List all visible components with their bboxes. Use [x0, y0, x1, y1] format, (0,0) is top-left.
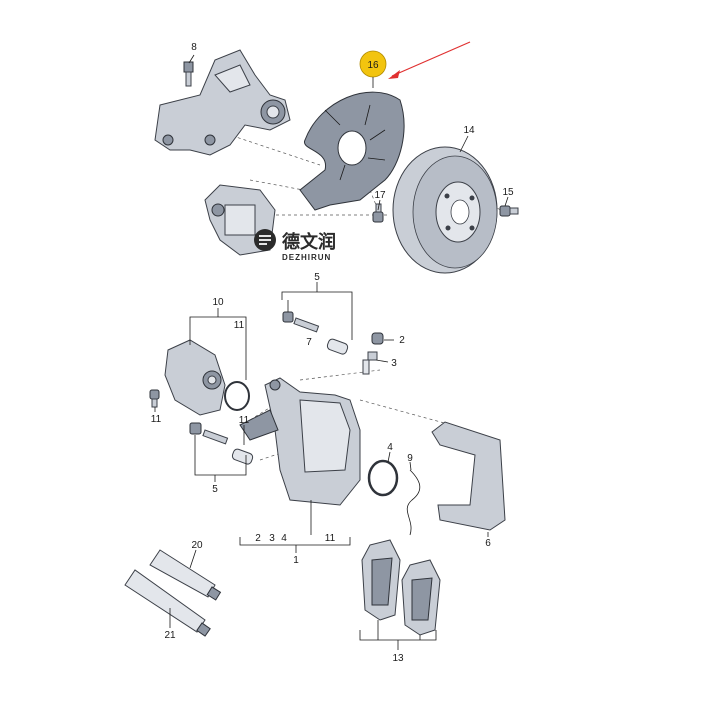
callout-3: 3 — [391, 358, 397, 369]
bleeder-screw-3 — [362, 351, 378, 375]
callout-6: 6 — [485, 538, 491, 549]
callout-4: 4 — [387, 442, 393, 453]
callout-5-bottom: 5 — [212, 484, 218, 495]
guide-pin-upper — [282, 311, 349, 355]
brake-carrier — [431, 421, 506, 531]
callout-11-bottom: 11 — [239, 415, 250, 426]
parking-brake-motor — [164, 339, 226, 416]
callout-21: 21 — [164, 630, 176, 641]
bolt-8 — [183, 61, 194, 87]
guide-pin-lower — [189, 422, 254, 465]
splash-shield — [299, 91, 405, 211]
callout-10: 10 — [212, 297, 224, 308]
brake-disc — [392, 146, 498, 274]
callout-17: 17 — [374, 190, 386, 201]
watermark-en: DEZHIRUN — [282, 253, 331, 262]
callout-row-4: 4 — [281, 533, 287, 544]
bolt-17 — [372, 203, 384, 223]
watermark-logo: 德文润 DEZHIRUN — [254, 229, 336, 262]
callout-9: 9 — [407, 453, 413, 464]
brake-pad-inner — [361, 539, 401, 621]
callout-16: 16 — [367, 60, 379, 71]
callout-row-2: 2 — [255, 533, 261, 544]
o-ring-11 — [224, 381, 250, 411]
grease-tube-20 — [149, 549, 222, 601]
callout-2: 2 — [399, 335, 405, 346]
callout-11-top: 11 — [234, 320, 245, 331]
wheel-bearing-housing — [154, 49, 291, 156]
callout-15: 15 — [502, 187, 514, 198]
callout-20: 20 — [191, 540, 203, 551]
screw-15 — [499, 205, 519, 217]
grease-tube-21 — [124, 569, 211, 637]
bleeder-cap-2 — [371, 332, 384, 345]
brake-caliper — [239, 377, 361, 506]
spring-clip-9 — [406, 469, 421, 536]
callout-row-3: 3 — [269, 533, 275, 544]
pointer-arrow — [388, 41, 471, 79]
callout-7: 7 — [306, 337, 312, 348]
callout-11-row: 11 — [325, 533, 336, 544]
callout-13: 13 — [392, 653, 404, 664]
callout-14: 14 — [463, 125, 475, 136]
brake-pad-outer — [401, 559, 441, 636]
leader-lines — [154, 54, 509, 650]
seal-ring-4 — [367, 459, 399, 497]
callout-labels: 8 14 15 17 5 10 11 7 2 3 11 11 4 9 5 2 3… — [151, 42, 514, 664]
watermark-cn: 德文润 — [282, 231, 336, 252]
callout-11-left: 11 — [151, 414, 162, 425]
callout-8: 8 — [191, 42, 197, 53]
highlight-badge: 16 — [359, 50, 387, 88]
bolt-11-left — [149, 389, 160, 408]
callout-1: 1 — [293, 555, 299, 566]
callout-5-top: 5 — [314, 272, 320, 283]
